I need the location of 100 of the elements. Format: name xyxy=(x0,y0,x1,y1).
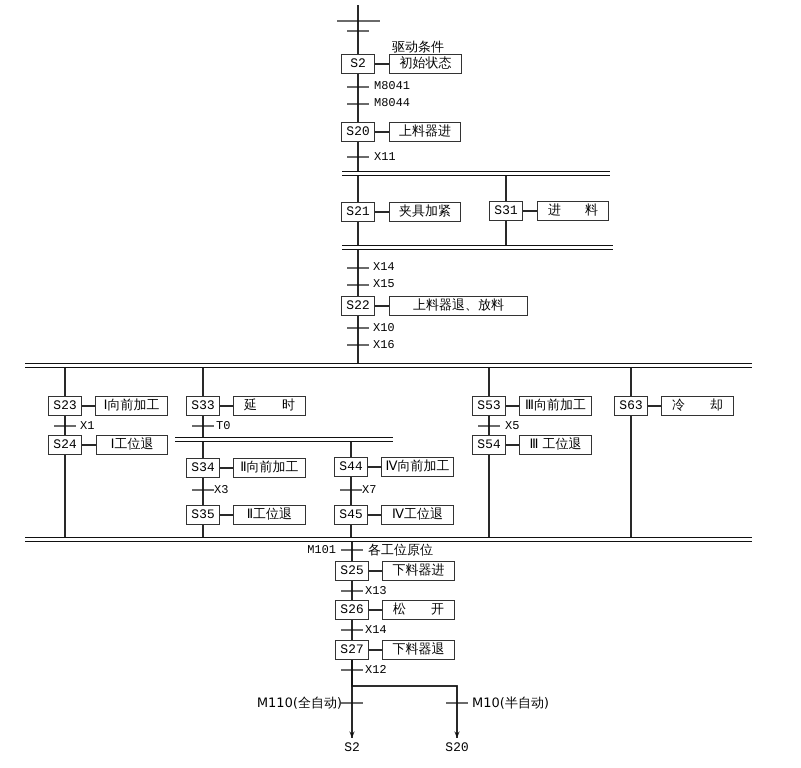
connector-line xyxy=(488,416,490,435)
step-box: S20 xyxy=(341,122,375,142)
connector-line xyxy=(82,444,96,446)
action-box: 松 开 xyxy=(382,600,455,620)
step-box: S63 xyxy=(614,396,648,416)
action-box: Ⅰ向前加工 xyxy=(95,396,168,416)
connector-line xyxy=(351,620,353,640)
connector-line xyxy=(505,176,507,201)
connector-line xyxy=(369,609,382,611)
double-bar xyxy=(342,245,613,250)
connector-line xyxy=(202,442,204,458)
connector-line xyxy=(350,525,352,537)
connector-line xyxy=(506,405,519,407)
action-box: 下料器进 xyxy=(382,561,455,581)
connector-line xyxy=(357,316,359,363)
condition-label: 各工位原位 xyxy=(368,542,433,559)
connector-line xyxy=(220,405,233,407)
transition-label: M8041 M8044 xyxy=(374,78,410,112)
step-box: S31 xyxy=(489,201,523,221)
step-box: S45 xyxy=(334,505,368,525)
connector-line xyxy=(220,514,233,516)
action-box: Ⅳ向前加工 xyxy=(381,457,454,477)
connector-line xyxy=(351,542,353,561)
transition-label: X14 X15 xyxy=(373,259,396,293)
action-box: 夹具加紧 xyxy=(389,202,461,222)
connector-line xyxy=(351,581,353,600)
action-box: 上料器进 xyxy=(389,122,461,142)
action-box: 上料器退、放料 xyxy=(389,296,528,316)
step-box: S24 xyxy=(48,435,82,455)
transition-label: M101 xyxy=(307,542,336,559)
double-bar xyxy=(25,537,752,542)
transition-label: M10(半自动) xyxy=(472,695,549,712)
connector-line xyxy=(523,210,537,212)
step-box: S35 xyxy=(186,505,220,525)
step-box: S25 xyxy=(335,561,369,581)
action-box: Ⅲ 工位退 xyxy=(519,435,592,455)
transition-label: 驱动条件 xyxy=(392,39,444,56)
condition-label: X12 xyxy=(365,662,387,679)
double-bar xyxy=(175,437,393,442)
action-box: 进 料 xyxy=(537,201,609,221)
connector-line xyxy=(350,442,352,457)
double-bar xyxy=(342,171,610,176)
step-box: S2 xyxy=(341,54,375,74)
action-box: Ⅱ向前加工 xyxy=(233,458,306,478)
connector-line xyxy=(357,74,359,122)
transition-label: X7 xyxy=(362,482,376,499)
transition-label: X14 xyxy=(365,622,387,639)
step-box: S23 xyxy=(48,396,82,416)
step-box: S34 xyxy=(186,458,220,478)
transition-label: M110(全自动) xyxy=(256,695,342,712)
action-box: 下料器退 xyxy=(382,640,455,660)
step-box: S22 xyxy=(341,296,375,316)
transition-label: X1 xyxy=(80,418,94,435)
connector-line xyxy=(64,416,66,435)
transition-label: X3 xyxy=(214,482,228,499)
action-box: Ⅳ工位退 xyxy=(381,505,454,525)
step-label: S2 xyxy=(340,740,364,756)
connector-line xyxy=(202,368,204,396)
transition-label: T0 xyxy=(216,418,230,435)
step-box: S33 xyxy=(186,396,220,416)
action-box: Ⅰ工位退 xyxy=(96,435,168,455)
connector-line xyxy=(357,176,359,202)
connector-line xyxy=(375,305,389,307)
step-label: S20 xyxy=(443,740,471,756)
connector-line xyxy=(64,368,66,396)
action-box: Ⅲ向前加工 xyxy=(519,396,592,416)
connector-line xyxy=(357,142,359,171)
action-box: Ⅱ工位退 xyxy=(233,505,306,525)
connector-line xyxy=(368,514,381,516)
action-box: 冷 却 xyxy=(661,396,734,416)
connector-line xyxy=(202,478,204,505)
connector-line xyxy=(505,221,507,245)
connector-line xyxy=(64,455,66,537)
step-box: S27 xyxy=(335,640,369,660)
connector-line xyxy=(220,467,233,469)
connector-line xyxy=(350,477,352,505)
transition-label: X5 xyxy=(505,418,520,435)
connector-line xyxy=(648,405,661,407)
transition-label: X10 X16 xyxy=(373,320,396,354)
connector-line xyxy=(368,466,381,468)
action-box: 延 时 xyxy=(233,396,306,416)
connector-line xyxy=(369,649,382,651)
connector-line xyxy=(630,416,632,537)
transition-label: X13 xyxy=(365,583,387,600)
connector-line xyxy=(369,570,382,572)
action-box: 初始状态 xyxy=(389,54,462,74)
double-bar xyxy=(25,363,752,368)
connector-line xyxy=(357,5,359,54)
step-box: S54 xyxy=(472,435,506,455)
step-box: S53 xyxy=(472,396,506,416)
step-box: S21 xyxy=(341,202,375,222)
connector-line xyxy=(82,405,95,407)
step-box: S44 xyxy=(334,457,368,477)
connector-line xyxy=(375,131,389,133)
connector-line xyxy=(202,525,204,537)
connector-line xyxy=(375,63,389,65)
transition-label: X11 xyxy=(374,149,396,166)
connector-line xyxy=(630,368,632,396)
connector-line xyxy=(357,222,359,245)
step-box: S26 xyxy=(335,600,369,620)
